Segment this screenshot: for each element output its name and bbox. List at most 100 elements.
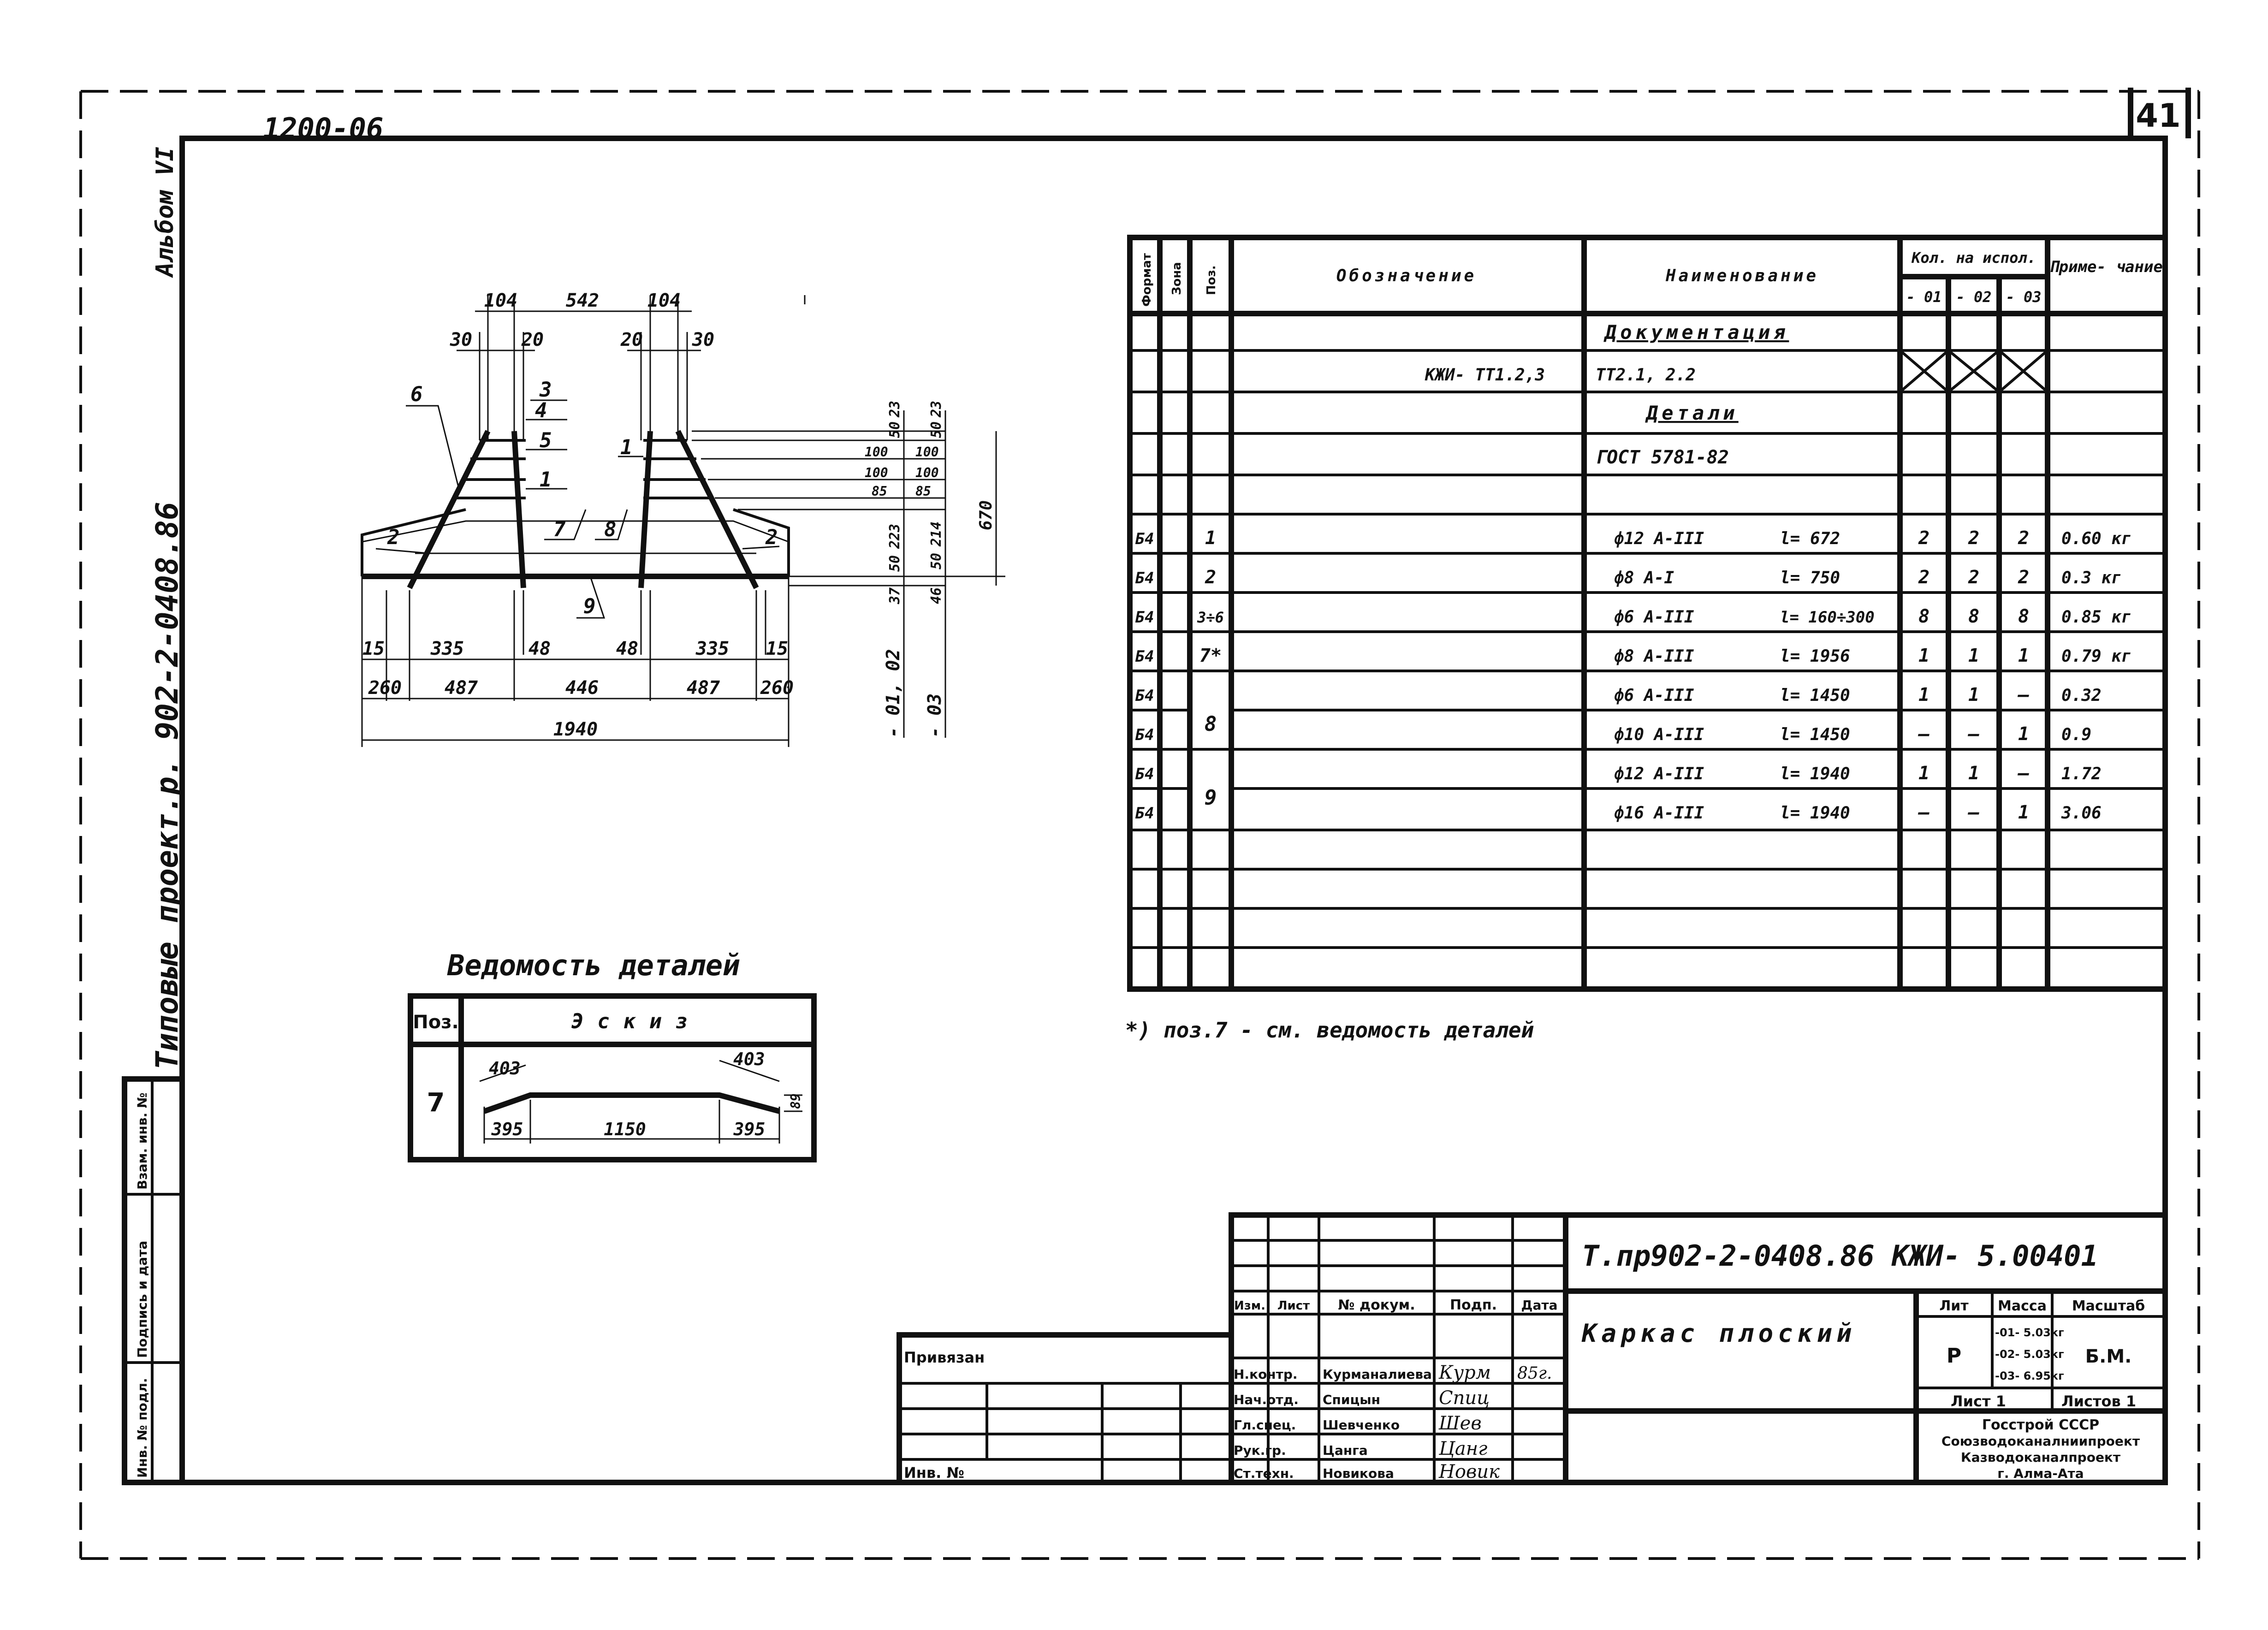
signature: Новик: [1438, 1461, 1500, 1482]
spec-row: Б4 1 ф12 А-III l= 672 2 2 2 0.60 кг: [1135, 528, 2131, 549]
svg-text:ф12 А-III: ф12 А-III: [1614, 765, 1704, 783]
document-code: Т.пр902-2-0408.86 КЖИ- 5.00401: [1582, 1239, 2098, 1273]
svg-text:Б4: Б4: [1135, 687, 1154, 705]
svg-text:—: —: [2017, 684, 2029, 705]
svg-text:Детали: Детали: [1645, 402, 1739, 424]
svg-text:395: 395: [491, 1119, 523, 1139]
details-title: Ведомость деталей: [447, 948, 740, 982]
svg-text:670: 670: [977, 500, 996, 530]
svg-text:1: 1: [1918, 763, 1930, 784]
dim-104-left: 104: [484, 290, 517, 311]
svg-text:Н.контр.: Н.контр.: [1234, 1367, 1298, 1382]
svg-text:85: 85: [915, 484, 931, 499]
svg-text:-02- 5.03кг: -02- 5.03кг: [1995, 1348, 2064, 1361]
dim-104-right: 104: [647, 290, 681, 311]
svg-text:l= 1956: l= 1956: [1780, 647, 1850, 666]
svg-text:1: 1: [2018, 645, 2029, 666]
svg-text:2: 2: [1968, 567, 1979, 588]
svg-text:223: 223: [887, 524, 903, 549]
spec-table: Формат Зона Поз. Обозначение Наименовани…: [1125, 235, 2168, 1043]
svg-text:1: 1: [540, 468, 552, 492]
svg-text:487: 487: [445, 677, 478, 699]
svg-text:Зона: Зона: [1170, 262, 1184, 295]
spec-row: Б4 9 ф16 А-III l= 1940 — — 1 3.06: [1135, 786, 2102, 823]
svg-text:487: 487: [687, 677, 720, 699]
svg-text:9: 9: [1205, 786, 1217, 810]
svg-text:Цанга: Цанга: [1323, 1443, 1368, 1458]
side-stamp: Инв. № подл. Подпись и дата Взам. инв. №: [122, 1076, 185, 1485]
svg-text:8: 8: [1205, 712, 1217, 736]
spec-row: Б4 3÷6 ф6 А-III l= 160÷300 8 8 8 0.85 кг: [1135, 606, 2131, 627]
svg-text:403: 403: [733, 1049, 765, 1069]
svg-text:23: 23: [887, 401, 903, 418]
svg-text:- 03: - 03: [924, 693, 945, 738]
svg-text:395: 395: [733, 1119, 766, 1139]
svg-text:Поз.: Поз.: [413, 1012, 458, 1033]
svg-text:Формат: Формат: [1140, 253, 1154, 307]
signature: Шев: [1438, 1413, 1482, 1434]
svg-text:Масса: Масса: [1998, 1298, 2047, 1314]
svg-text:7*: 7*: [1199, 645, 1222, 666]
svg-text:ф10 А-III: ф10 А-III: [1614, 725, 1704, 744]
svg-text:50: 50: [887, 555, 903, 572]
svg-text:0.3 кг: 0.3 кг: [2061, 569, 2121, 587]
svg-text:30: 30: [450, 329, 472, 350]
svg-text:Б4: Б4: [1135, 726, 1154, 744]
svg-text:Союзводоканалниипроект: Союзводоканалниипроект: [1941, 1434, 2140, 1449]
svg-text:ф8 А-I: ф8 А-I: [1614, 569, 1674, 587]
svg-text:2: 2: [1918, 528, 1930, 549]
svg-text:260: 260: [760, 677, 794, 699]
svg-text:Документация: Документация: [1603, 321, 1789, 344]
svg-text:Нач.отд.: Нач.отд.: [1234, 1392, 1299, 1407]
svg-text:100: 100: [865, 445, 888, 460]
svg-text:l= 1450: l= 1450: [1780, 725, 1850, 744]
spec-row: Б4 ф6 А-III l= 1450 1 1 — 0.32: [1135, 684, 2102, 705]
svg-text:Б4: Б4: [1135, 569, 1154, 587]
svg-text:335: 335: [430, 638, 464, 659]
spec-row: Б4 8 ф10 А-III l= 1450 — — 1 0.9: [1135, 712, 2092, 745]
svg-text:Обозначение: Обозначение: [1336, 267, 1477, 285]
svg-text:403: 403: [489, 1058, 521, 1079]
svg-text:1.72: 1.72: [2061, 765, 2102, 783]
svg-text:Дата: Дата: [1521, 1298, 1558, 1313]
svg-text:Б4: Б4: [1135, 530, 1154, 548]
svg-text:Подпись и дата: Подпись и дата: [135, 1241, 150, 1358]
title-block: Изм. Лист № докум. Подп. Дата Н.контр. Н…: [1229, 1212, 2168, 1485]
svg-text:Шевченко: Шевченко: [1323, 1417, 1400, 1433]
svg-text:—: —: [1918, 723, 1930, 745]
signature: Курм: [1438, 1362, 1491, 1383]
svg-text:Гл.спец.: Гл.спец.: [1234, 1417, 1296, 1433]
svg-text:l= 672: l= 672: [1780, 529, 1840, 548]
svg-text:- 01: - 01: [1906, 288, 1941, 306]
svg-text:Взам. инв. №: Взам. инв. №: [135, 1092, 150, 1190]
svg-text:-03- 6.95кг: -03- 6.95кг: [1995, 1369, 2064, 1382]
svg-text:7: 7: [553, 518, 566, 541]
svg-text:Лит: Лит: [1939, 1298, 1969, 1314]
dim-total: 1940: [553, 719, 598, 740]
svg-text:0.32: 0.32: [2061, 686, 2102, 705]
svg-text:446: 446: [565, 677, 599, 699]
svg-text:l= 1940: l= 1940: [1780, 804, 1850, 823]
svg-text:85: 85: [872, 484, 887, 499]
svg-text:—: —: [2017, 763, 2029, 784]
spec-row: Б4 ф12 А-III l= 1940 1 1 — 1.72: [1135, 763, 2102, 784]
svg-text:Б.М.: Б.М.: [2085, 1346, 2132, 1367]
svg-text:37: 37: [887, 587, 903, 605]
svg-text:ГОСТ 5781-82: ГОСТ 5781-82: [1596, 447, 1729, 468]
svg-text:Изм.: Изм.: [1234, 1299, 1265, 1313]
svg-text:1: 1: [2018, 723, 2029, 745]
svg-text:—: —: [1967, 802, 1979, 823]
svg-text:ТТ2.1, 2.2: ТТ2.1, 2.2: [1596, 366, 1696, 385]
svg-text:1: 1: [1205, 528, 1216, 549]
spec-row: Б4 2 ф8 А-I l= 750 2 2 2 0.3 кг: [1135, 567, 2122, 588]
svg-text:l= 160÷300: l= 160÷300: [1780, 608, 1875, 627]
svg-text:l= 750: l= 750: [1780, 569, 1840, 587]
svg-text:Инв. № подл.: Инв. № подл.: [135, 1378, 150, 1478]
dim-542: 542: [566, 290, 599, 311]
svg-text:15: 15: [362, 638, 385, 659]
svg-text:Кол. на испол.: Кол. на испол.: [1911, 249, 2036, 267]
svg-text:30: 30: [692, 329, 714, 350]
svg-text:0.85 кг: 0.85 кг: [2061, 608, 2131, 627]
binding-block: Привязан Инв. №: [897, 1332, 1234, 1485]
